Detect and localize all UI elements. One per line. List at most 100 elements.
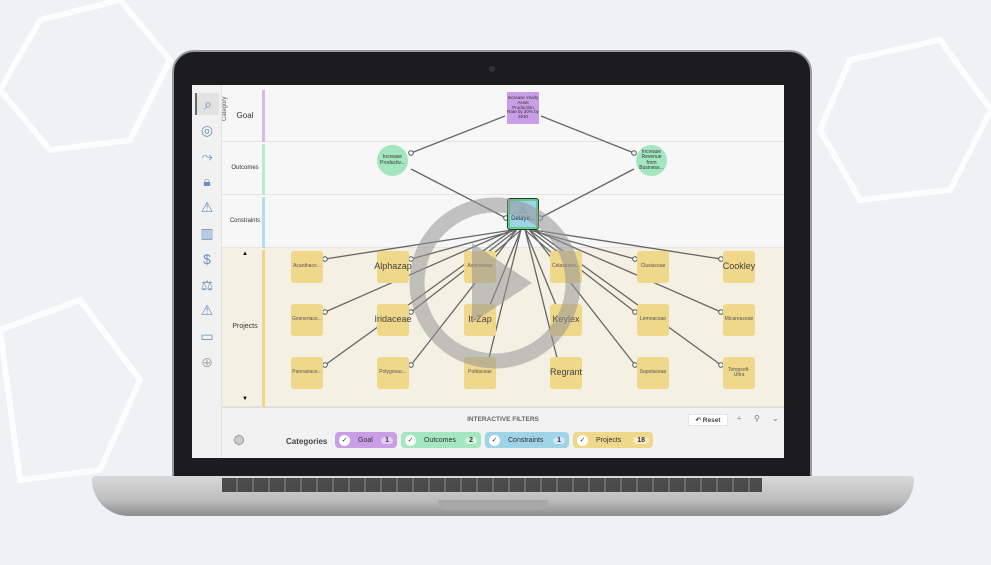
radio-toggle[interactable]: [234, 435, 244, 445]
edge: [540, 115, 635, 154]
goal-bar: [262, 90, 265, 142]
undo-icon: ↶: [695, 417, 703, 424]
filter-chip-goal[interactable]: ✓ Goal 1: [335, 432, 397, 448]
edge-port: [631, 150, 637, 156]
chevron-down-icon[interactable]: ⌄: [772, 414, 779, 423]
project-node[interactable]: Clusiaceae: [637, 251, 669, 283]
project-node[interactable]: Keylex: [550, 304, 582, 336]
project-node[interactable]: Gesneriace...: [291, 304, 323, 336]
check-icon: ✓: [405, 434, 416, 446]
edge: [410, 229, 518, 366]
projects-bar: [262, 250, 265, 407]
collapse-icon[interactable]: ÷: [737, 414, 742, 423]
node-label: It-Zap: [468, 314, 492, 325]
outcome-node[interactable]: Increase Revenue from Business...: [636, 145, 667, 176]
node-label: Regrant: [549, 367, 583, 378]
scroll-up-arrow[interactable]: ▲: [242, 251, 248, 257]
project-node[interactable]: Iridaceae: [374, 304, 412, 336]
map-icon[interactable]: ▥: [200, 225, 214, 241]
edge-port: [322, 362, 328, 368]
alert-icon[interactable]: ⚠: [200, 302, 214, 319]
node-label: Pannariace...: [292, 369, 322, 376]
scroll-down-arrow[interactable]: ▼: [242, 396, 248, 402]
node-label: Acanthace...: [293, 263, 321, 270]
chip-label: Goal: [358, 436, 373, 444]
project-node[interactable]: Celastrace...: [550, 251, 582, 283]
project-node[interactable]: Cookley: [723, 251, 755, 283]
app-screen: Category Goal Outcomes Constraints Proje…: [192, 85, 784, 458]
row-label-projects: Projects: [232, 323, 258, 330]
node-label: Delaye...: [511, 215, 535, 222]
node-label: Clusiaceae: [640, 263, 666, 270]
project-node[interactable]: Polygonac...: [377, 357, 409, 389]
check-icon: ✓: [339, 434, 350, 446]
filter-chip-projects[interactable]: ✓ Projects 18: [573, 432, 653, 448]
project-node[interactable]: Pottiaceae: [464, 357, 496, 389]
edge-port: [322, 256, 328, 262]
row-label-goal: Goal: [236, 111, 254, 120]
node-label: Asteraceae: [467, 263, 493, 270]
project-node[interactable]: Pannariace...: [291, 357, 323, 389]
project-node[interactable]: Micareaceae: [723, 304, 755, 336]
node-label: Tempsoft-Ultra: [728, 366, 750, 378]
outcome-node[interactable]: Increase Productiv...: [377, 145, 408, 176]
node-label: Alphazap: [374, 261, 412, 272]
project-node[interactable]: Asteraceae: [464, 251, 496, 283]
node-label: Micareaceae: [724, 316, 754, 323]
sidebar: ⌕ ◎ ⤳ 🔒︎ ⚠ ▥ $ ⚖ ⚠ ▭ ⊕: [192, 85, 222, 458]
row-goal: [222, 88, 784, 142]
route-icon[interactable]: ⤳: [201, 147, 213, 164]
node-label: Polygonac...: [379, 369, 407, 376]
project-node[interactable]: Alphazap: [374, 251, 412, 283]
edge: [528, 229, 636, 366]
project-node[interactable]: It-Zap: [464, 304, 496, 336]
pin-icon[interactable]: ⚲: [754, 414, 760, 423]
lock-icon[interactable]: 🔒︎: [203, 173, 211, 190]
project-node[interactable]: Sapotaceae: [637, 357, 669, 389]
search-icon[interactable]: ⌕: [195, 93, 219, 115]
laptop-notch: [438, 500, 548, 510]
filters-panel: INTERACTIVE FILTERS ↶ Reset ÷ ⚲ ⌄ Catego…: [222, 407, 784, 458]
chart-icon[interactable]: ▭: [200, 328, 214, 345]
node-label: Keylex: [552, 314, 580, 325]
chip-label: Projects: [596, 436, 622, 444]
warning-icon[interactable]: ⚠: [200, 199, 214, 216]
project-node[interactable]: Tempsoft-Ultra: [723, 357, 755, 389]
chip-count: 1: [381, 436, 393, 444]
constraint-node[interactable]: ⚠Delaye...: [507, 198, 539, 230]
node-label: Celastrace...: [551, 263, 581, 270]
chip-count: 1: [553, 436, 565, 444]
goal-node[interactable]: Increase Yearly Asset Production Rate by…: [507, 92, 539, 124]
target-icon[interactable]: ◎: [200, 121, 214, 138]
node-label: Sapotaceae: [639, 369, 667, 376]
chip-label: Outcomes: [424, 436, 456, 444]
reset-button[interactable]: ↶ Reset: [688, 414, 728, 426]
camera: [489, 66, 495, 72]
edge-port: [322, 309, 328, 315]
edge-port: [408, 362, 414, 368]
node-label: Lemnaceae: [639, 316, 667, 323]
reset-label: Reset: [702, 417, 721, 424]
row-label-constraints: Constraints: [229, 218, 261, 224]
scales-icon[interactable]: ⚖: [200, 276, 214, 293]
node-label: Increase Revenue from Business...: [639, 148, 664, 171]
node-label: Gesneriace...: [292, 316, 322, 323]
check-icon: ✓: [577, 434, 588, 446]
project-node[interactable]: Regrant: [550, 357, 582, 389]
edge: [529, 229, 636, 313]
edge: [410, 168, 507, 219]
calendar-dollar-icon[interactable]: $: [203, 250, 211, 267]
node-label: Increase Productiv...: [380, 154, 405, 166]
keyboard: [222, 478, 762, 492]
outcomes-bar: [262, 144, 265, 195]
add-icon[interactable]: ⊕: [201, 354, 213, 370]
constraints-bar: [262, 197, 265, 248]
project-node[interactable]: Acanthace...: [291, 251, 323, 283]
node-label: Cookley: [722, 261, 756, 272]
project-node[interactable]: Lemnaceae: [637, 304, 669, 336]
chip-label: Constraints: [508, 436, 544, 444]
chip-count: 18: [633, 436, 649, 444]
